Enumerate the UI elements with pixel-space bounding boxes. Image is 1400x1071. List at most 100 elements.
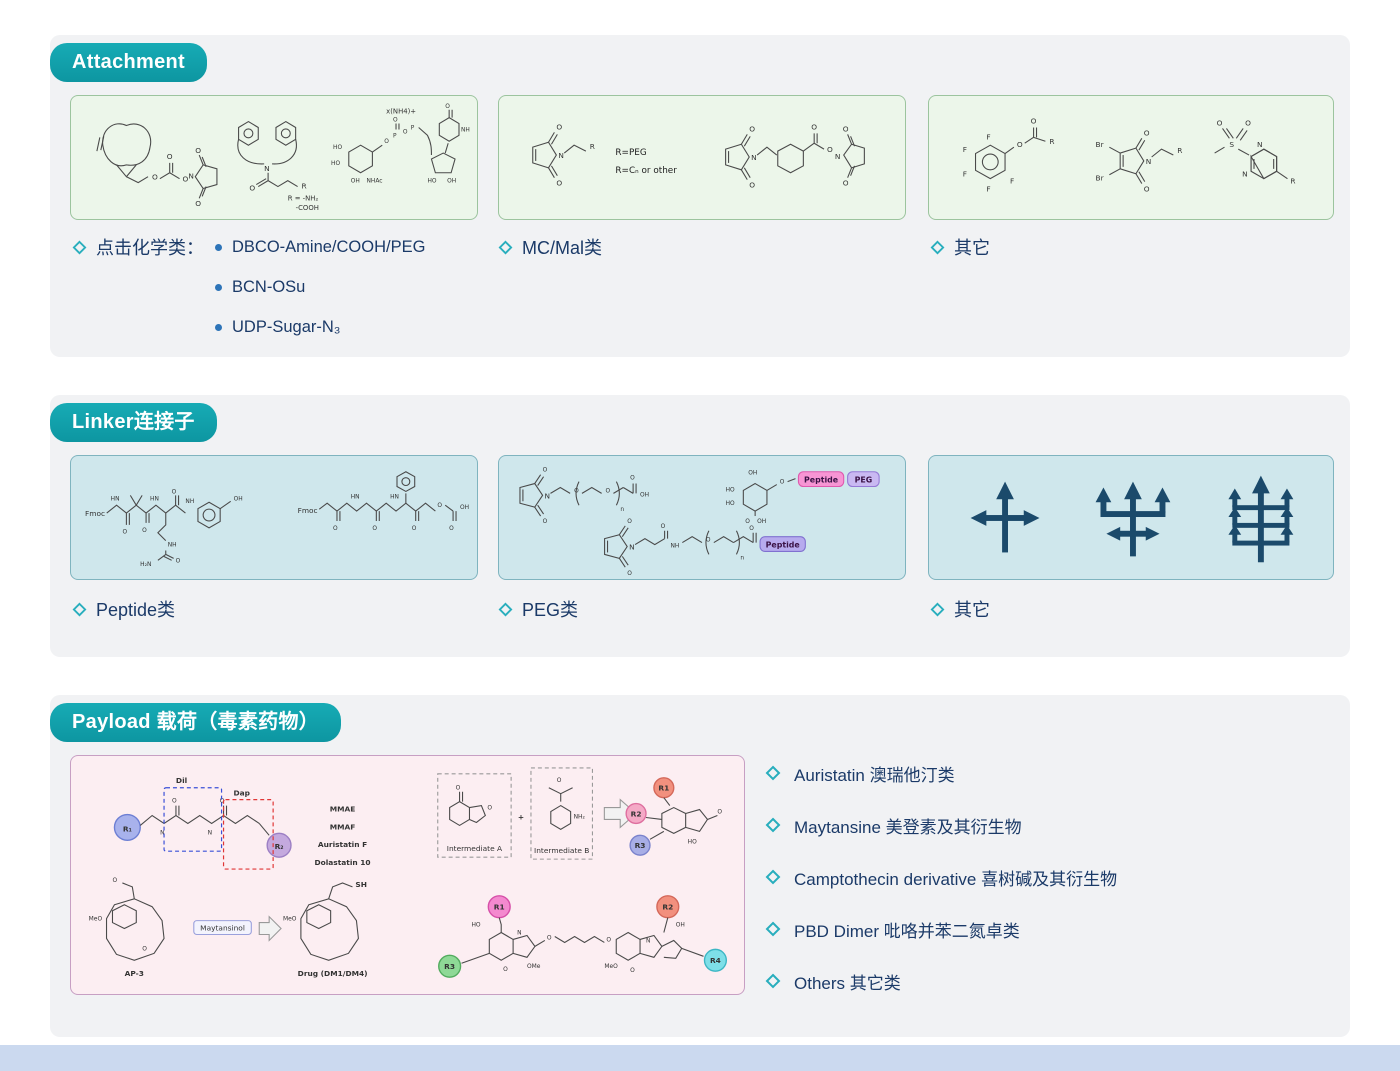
dbco-r-note-line1: R = -NH₂	[288, 194, 319, 202]
category-attachment-other: 其它	[930, 235, 990, 259]
svg-text:OH: OH	[460, 505, 469, 511]
svg-text:O: O	[456, 785, 461, 792]
svg-text:F: F	[986, 184, 990, 193]
svg-text:MMAE: MMAE	[330, 805, 356, 814]
mal-r-note-2: R=Cₙ or other	[615, 166, 677, 176]
svg-text:O: O	[372, 526, 377, 532]
payload-list-item-pbd-dimer: PBD Dimer 吡咯并苯二氮卓类	[765, 917, 1020, 941]
svg-text:F: F	[963, 145, 967, 154]
svg-text:O: O	[1144, 184, 1150, 193]
udp-salt-label: x(NH4)+	[386, 108, 416, 116]
svg-text:Fmoc: Fmoc	[85, 509, 105, 518]
bullet-dot-icon	[215, 283, 222, 291]
svg-text:O: O	[182, 175, 188, 184]
svg-text:O: O	[749, 181, 755, 190]
svg-text:O: O	[172, 798, 177, 805]
svg-text:N: N	[835, 152, 841, 161]
svg-text:R4: R4	[710, 956, 721, 965]
svg-text:R3: R3	[444, 962, 455, 971]
udp-sugar-structure: x(NH4)+ HO HO OH NHAc O P O O P O	[331, 104, 470, 185]
pfp-ester-structure: F F F F F O O R	[963, 117, 1055, 194]
svg-text:R2: R2	[631, 809, 642, 818]
svg-text:R₂: R₂	[275, 842, 284, 851]
svg-text:N: N	[160, 829, 164, 836]
svg-text:NH₂: NH₂	[574, 813, 585, 820]
svg-text:O: O	[220, 798, 225, 805]
payload-list-item-others: Others 其它类	[765, 969, 901, 993]
svg-text:O: O	[249, 183, 255, 192]
svg-text:HO: HO	[471, 922, 480, 929]
svg-text:O: O	[112, 877, 117, 884]
svg-text:N: N	[1257, 140, 1263, 149]
linker-panel-peg: N O O O O n O OH	[498, 455, 906, 580]
svg-text:O: O	[142, 528, 147, 534]
svg-text:O: O	[412, 526, 417, 532]
branch-icon-simple	[970, 481, 1040, 553]
svg-text:O: O	[167, 152, 173, 161]
section-attachment: Attachment O O O N O	[50, 35, 1350, 357]
category-mc-mal: MC/Mal类	[498, 235, 602, 259]
svg-text:R: R	[302, 181, 307, 190]
section-badge-attachment: Attachment	[50, 43, 208, 82]
svg-text:O: O	[843, 124, 849, 133]
peptide-tag: Peptide	[804, 476, 838, 485]
svg-text:HO: HO	[688, 838, 697, 845]
fmoc-gly-peptide-structure: Fmoc O O O HN HN O O OH	[298, 471, 469, 532]
mal-peg-acid-structure: N O O O O n O OH	[519, 468, 649, 525]
svg-text:O: O	[487, 805, 492, 812]
diamond-icon	[765, 973, 781, 989]
svg-text:N: N	[558, 151, 564, 160]
svg-text:O: O	[445, 104, 450, 110]
intermediate-a-label: Intermediate A	[447, 844, 503, 853]
linker-panel-peptide: Fmoc O HN HN O NH O H₂N O	[70, 455, 478, 580]
mal-r-note-1: R=PEG	[615, 148, 646, 158]
svg-text:N: N	[1242, 170, 1248, 179]
svg-text:O: O	[547, 934, 552, 941]
svg-text:Br: Br	[1096, 174, 1105, 183]
svg-text:HN: HN	[150, 496, 159, 502]
svg-text:O: O	[780, 480, 785, 486]
dbco-structure: N O R R = -NH₂ -COOH	[237, 120, 319, 212]
svg-text:Dolastatin 10: Dolastatin 10	[315, 858, 371, 867]
bullet-label: BCN-OSu	[232, 277, 306, 296]
svg-text:O: O	[661, 524, 666, 530]
maytansinol-label: Maytansinol	[200, 924, 245, 933]
branch-linker-icons	[970, 475, 1294, 563]
category-label: PEG类	[522, 600, 579, 620]
svg-text:O: O	[627, 519, 632, 525]
svg-text:MeO: MeO	[89, 916, 103, 923]
svg-text:O: O	[333, 526, 338, 532]
svg-text:O: O	[393, 118, 398, 124]
svg-text:O: O	[827, 145, 833, 154]
diamond-icon	[765, 765, 781, 781]
bullet-label: UDP-Sugar-N₃	[232, 317, 341, 336]
dbco-r-note-line2: -COOH	[296, 204, 319, 212]
svg-text:N: N	[751, 153, 757, 162]
svg-text:O: O	[843, 179, 849, 188]
category-label: Peptide类	[96, 600, 176, 620]
svg-text:N: N	[517, 930, 521, 937]
section-linker: Linker连接子 Fmoc O HN HN O NH O	[50, 395, 1350, 657]
svg-text:R: R	[1049, 137, 1054, 146]
svg-text:OH: OH	[640, 492, 649, 498]
svg-text:F: F	[986, 132, 990, 141]
bcn-osu-structure: O O O N O O	[96, 123, 218, 208]
linker-panel-other	[928, 455, 1334, 580]
dibromomaleimide-structure: N O O Br Br R	[1096, 128, 1183, 193]
svg-text:O: O	[749, 526, 754, 532]
category-label: 点击化学类：	[96, 238, 204, 258]
bullet-item: UDP-Sugar-N₃	[215, 316, 341, 338]
svg-text:O: O	[811, 122, 817, 131]
sugar-peptide-peg-structure: HO HO OH O OH O Peptide PEG	[726, 471, 880, 525]
footer-band	[0, 1045, 1400, 1071]
category-peg: PEG类	[498, 597, 578, 621]
svg-text:O: O	[606, 936, 611, 943]
svg-text:O: O	[176, 558, 181, 564]
fmoc-val-cit-pab-structure: Fmoc O HN HN O NH O H₂N O	[85, 489, 243, 568]
svg-text:OH: OH	[234, 496, 243, 502]
svg-text:Fmoc: Fmoc	[298, 506, 318, 515]
svg-text:R: R	[1177, 146, 1182, 155]
svg-text:O: O	[122, 530, 127, 536]
svg-text:NH: NH	[185, 499, 194, 505]
peptide-tag-2: Peptide	[766, 541, 800, 550]
